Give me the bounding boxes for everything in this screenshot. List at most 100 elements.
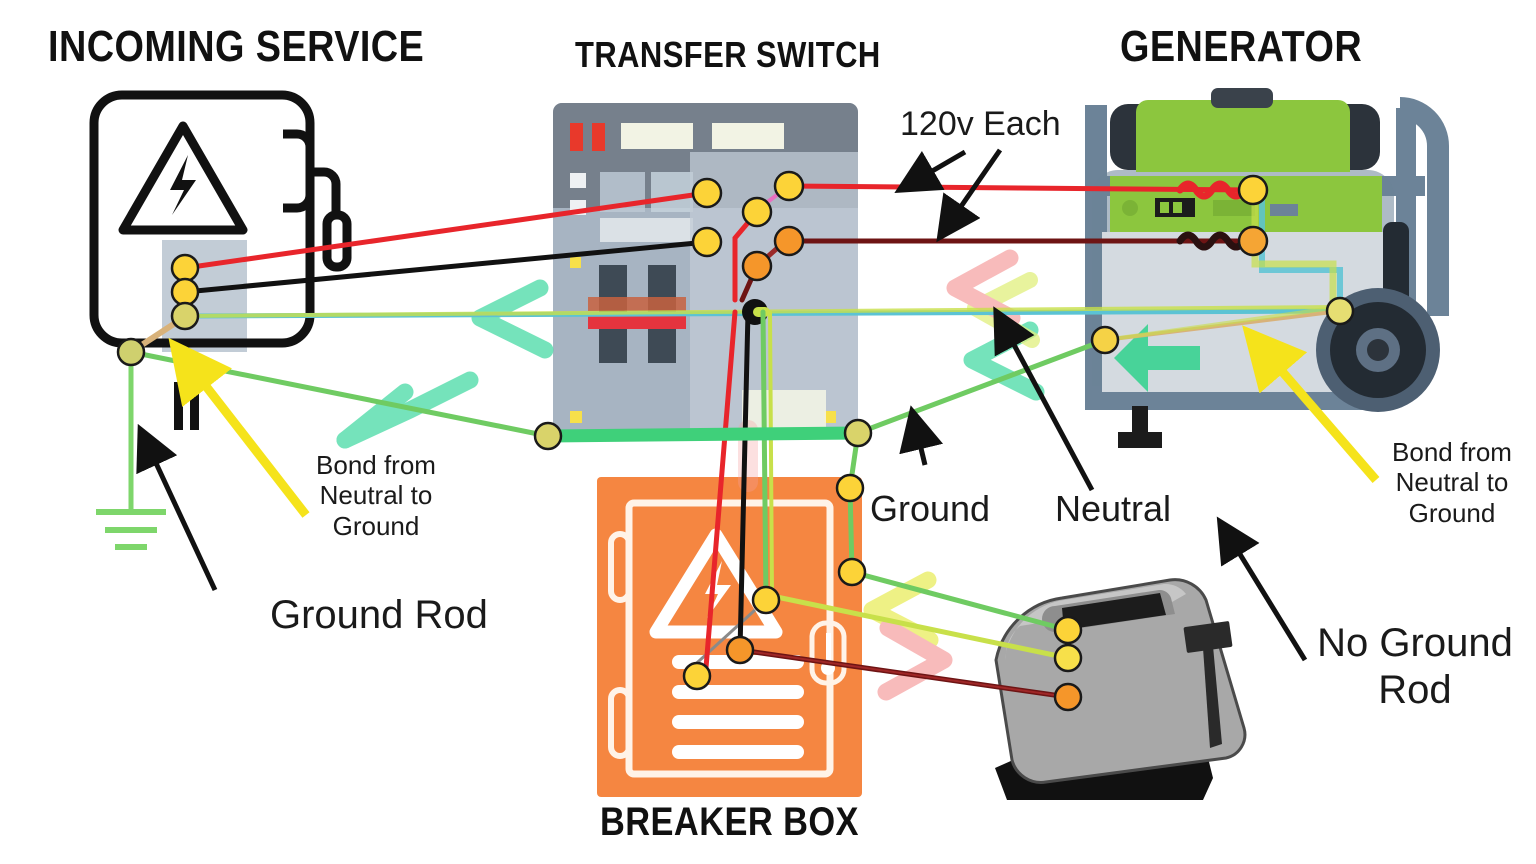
arrow-bond-right [1242, 325, 1380, 483]
meter-side-lug [283, 129, 315, 213]
meter-prong-right [190, 382, 199, 430]
switch-chip-5 [824, 411, 836, 423]
gen-leg [1132, 406, 1148, 438]
arrow-120v-lower [936, 148, 1003, 243]
meter-conduit-body [322, 210, 352, 272]
switch-panel-d [742, 390, 826, 432]
terminal-gen-ground [1090, 325, 1120, 355]
terminal-switch-hot2-mid [741, 250, 773, 282]
terminal-service-bond [170, 301, 200, 331]
arrow-no-ground-rod [1216, 516, 1308, 662]
arrow-bond-left [168, 337, 310, 518]
wire-hot1-to-breaker [702, 309, 738, 683]
terminal-switch-hot-in [691, 177, 723, 209]
wire-ground-to-breaker [760, 309, 769, 603]
lightning-bolt-icon [170, 155, 196, 215]
callout-neutral: Neutral [1055, 488, 1172, 529]
terminal-breaker-neutral [751, 585, 781, 615]
callout-ground: Ground [870, 488, 991, 529]
terminal-service-hot [170, 253, 200, 283]
gen-foot [1118, 432, 1162, 448]
wire-hot1-switch-to-generator [786, 183, 1256, 193]
gen-outlet-block [1270, 204, 1298, 216]
wire-hot1-service-to-switch [182, 190, 710, 271]
display-bar-1 [621, 123, 693, 149]
wire-ground-switch-to-generator [855, 337, 1108, 436]
callout-bond-left: Bond from Neutral to Ground [316, 450, 436, 541]
arrow-ground-label [899, 405, 944, 466]
heading-transfer-switch: TRANSFER SWITCH [575, 34, 881, 75]
heading-generator: GENERATOR [1120, 22, 1363, 71]
breaker-hinge-bottom [608, 687, 632, 759]
terminal-gen-bond [1325, 296, 1355, 326]
gen-display-digit-1 [1160, 202, 1169, 213]
switch-chip-4 [570, 411, 582, 423]
fuel-tank [1136, 100, 1350, 172]
callout-bond-right: Bond from Neutral to Ground [1392, 437, 1512, 528]
terminal-breaker-ground [837, 557, 867, 587]
wire-gen-bond-accent [1103, 305, 1342, 342]
toaster-lever-knob [1183, 621, 1233, 653]
callout-ground-rod: Ground Rod [270, 593, 488, 637]
fuel-cap [1211, 88, 1273, 108]
flow-mark-ts-left [471, 279, 554, 359]
terminal-switch-hot2-out [773, 225, 805, 257]
ground-bus-bar [541, 426, 865, 443]
hazard-triangle-icon [118, 121, 248, 235]
heading-incoming-service: INCOMING SERVICE [48, 22, 425, 71]
breaker-switch-2 [672, 685, 804, 699]
arrow-neutral-label [993, 306, 1095, 492]
terminal-toaster-neutral [1053, 643, 1083, 673]
breaker-lightning-bolt-icon [705, 561, 731, 618]
terminal-service-neutral [170, 277, 200, 307]
heading-breaker-box: BREAKER BOX [600, 800, 859, 844]
wire-hot-to-toaster-sheen [739, 649, 1069, 698]
terminal-toaster-hot [1053, 682, 1083, 712]
terminal-switch-ground-left [533, 421, 563, 451]
breaker-bar-lower [588, 315, 686, 329]
meter-conduit [310, 167, 341, 212]
terminal-service-ground [116, 337, 146, 367]
gen-display-digit-2 [1173, 202, 1182, 213]
gen-muffler [1383, 222, 1409, 306]
wire-neutral-to-toaster [769, 593, 1071, 661]
gen-wheel-center [1367, 339, 1389, 361]
meter-enclosure-outline [89, 90, 315, 348]
terminal-switch-hot-mid [741, 196, 773, 228]
display-bar-2 [712, 123, 784, 149]
gen-vent-1 [1213, 200, 1255, 216]
breaker-bar-upper [588, 297, 686, 311]
meter-prong-left [174, 382, 183, 430]
terminal-switch-ground-right [843, 418, 873, 448]
terminal-breaker-hot [725, 635, 755, 665]
flow-mark-toaster-hot [877, 619, 953, 701]
wire-neutral-service-to-switch [182, 239, 710, 295]
breaker-box-unit [597, 477, 862, 797]
terminal-toaster-ground [1053, 615, 1083, 645]
breaker-switch-3 [672, 715, 804, 729]
terminal-gen-hot1 [1237, 174, 1269, 206]
switch-chip-1 [570, 173, 586, 188]
callout-120v-each: 120v Each [900, 105, 1061, 143]
breaker-hinge-top [608, 531, 632, 603]
gen-bond-marker [1114, 324, 1200, 392]
wire-neutral-to-breaker [737, 309, 751, 653]
terminal-switch-hot-out [773, 170, 805, 202]
terminal-gen-hot2 [1237, 225, 1269, 257]
toaster-unit [994, 578, 1247, 800]
switch-chip-3 [570, 257, 581, 268]
flow-mark-service-ground-b [336, 383, 414, 449]
terminal-nodes [116, 170, 1355, 712]
gen-knob [1122, 200, 1138, 216]
callout-no-ground-rod: No Ground Rod [1317, 621, 1513, 712]
toaster-lever-arm [1203, 646, 1222, 748]
indicator-led-1 [570, 123, 583, 151]
arrow-ground-rod [136, 423, 218, 592]
terminal-breaker-ground-top [835, 473, 865, 503]
breaker-lead-gray [686, 608, 757, 673]
breaker-gauge-stem [826, 633, 831, 663]
wire-ground-to-toaster [849, 569, 1071, 633]
flow-mark-toaster-neutral [863, 571, 939, 649]
switch-panel-c [600, 218, 693, 242]
